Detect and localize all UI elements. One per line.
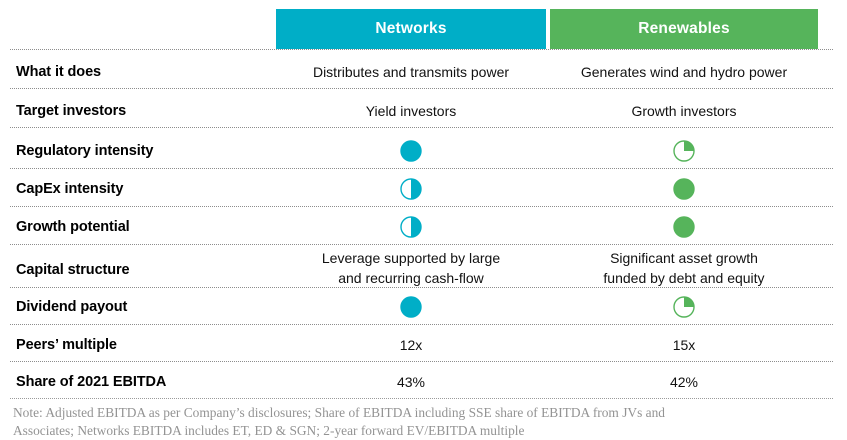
row-label-peers-multiple: Peers’ multiple <box>16 336 117 353</box>
cell-networks-share-of-2021-ebitda: 43% <box>396 373 426 390</box>
harvey-ball-full-icon <box>400 140 422 162</box>
row-divider <box>10 287 833 288</box>
rating-renewables-regulatory-intensity <box>550 134 818 168</box>
rating-renewables-growth-potential <box>550 210 818 244</box>
cell-renewables-share-of-2021-ebitda: 42% <box>669 373 699 390</box>
footnote-divider <box>10 398 833 399</box>
harvey-ball-half-icon <box>400 216 422 238</box>
cell-renewables-what-it-does: Generates wind and hydro power <box>580 63 788 80</box>
column-header-renewables-label: Renewables <box>638 20 730 37</box>
row-divider <box>10 49 833 50</box>
table-row: What it does Distributes and transmits p… <box>0 56 847 88</box>
row-label-growth-potential: Growth potential <box>16 218 130 235</box>
cell-networks-capital-structure: Leverage supported by large and recurrin… <box>321 250 501 286</box>
table-row: Growth potential <box>0 210 847 244</box>
table-row: CapEx intensity <box>0 172 847 206</box>
row-divider <box>10 168 833 169</box>
row-label-target-investors: Target investors <box>16 102 127 119</box>
row-divider <box>10 88 833 89</box>
rating-renewables-dividend-payout <box>550 290 818 324</box>
rating-networks-dividend-payout <box>276 290 546 324</box>
harvey-ball-full-icon <box>673 216 695 238</box>
footnote: Note: Adjusted EBITDA as per Company’s d… <box>13 404 823 439</box>
footnote-line-2: Associates; Networks EBITDA includes ET,… <box>13 422 525 438</box>
row-label-capital-structure: Capital structure <box>16 262 130 278</box>
harvey-ball-quarter-icon <box>673 140 695 162</box>
table-row: Regulatory intensity <box>0 134 847 168</box>
table-row: Dividend payout <box>0 290 847 324</box>
table-row: Share of 2021 EBITDA 43% 42% <box>0 367 847 397</box>
harvey-ball-full-icon <box>673 178 695 200</box>
table-row: Capital structure Leverage supported by … <box>0 247 847 291</box>
row-label-share-of-2021-ebitda: Share of 2021 EBITDA <box>16 373 167 390</box>
row-label-regulatory-intensity: Regulatory intensity <box>16 142 154 159</box>
cell-networks-what-it-does: Distributes and transmits power <box>312 63 510 80</box>
row-divider <box>10 127 833 128</box>
table-header: Networks Renewables <box>0 0 847 49</box>
row-label-what-it-does: What it does <box>16 63 101 80</box>
harvey-ball-quarter-icon <box>673 296 695 318</box>
cell-renewables-peers-multiple: 15x <box>672 336 696 353</box>
harvey-ball-full-icon <box>400 296 422 318</box>
column-header-renewables: Renewables <box>550 9 818 49</box>
column-header-networks-label: Networks <box>375 20 447 37</box>
row-label-capex-intensity: CapEx intensity <box>16 180 124 197</box>
cell-renewables-target-investors: Growth investors <box>631 102 737 119</box>
row-divider <box>10 206 833 207</box>
cell-renewables-capital-structure: Significant asset growth funded by debt … <box>603 250 765 286</box>
row-divider <box>10 324 833 325</box>
row-divider <box>10 244 833 245</box>
rating-renewables-capex-intensity <box>550 172 818 206</box>
column-header-networks: Networks <box>276 9 546 49</box>
row-divider <box>10 361 833 362</box>
table-row: Target investors Yield investors Growth … <box>0 95 847 127</box>
cell-networks-target-investors: Yield investors <box>365 102 457 119</box>
footnote-line-1: Note: Adjusted EBITDA as per Company’s d… <box>13 405 665 420</box>
rating-networks-growth-potential <box>276 210 546 244</box>
row-label-dividend-payout: Dividend payout <box>16 298 128 315</box>
table-row: Peers’ multiple 12x 15x <box>0 330 847 360</box>
cell-networks-peers-multiple: 12x <box>399 336 423 353</box>
harvey-ball-half-icon <box>400 178 422 200</box>
rating-networks-regulatory-intensity <box>276 134 546 168</box>
rating-networks-capex-intensity <box>276 172 546 206</box>
